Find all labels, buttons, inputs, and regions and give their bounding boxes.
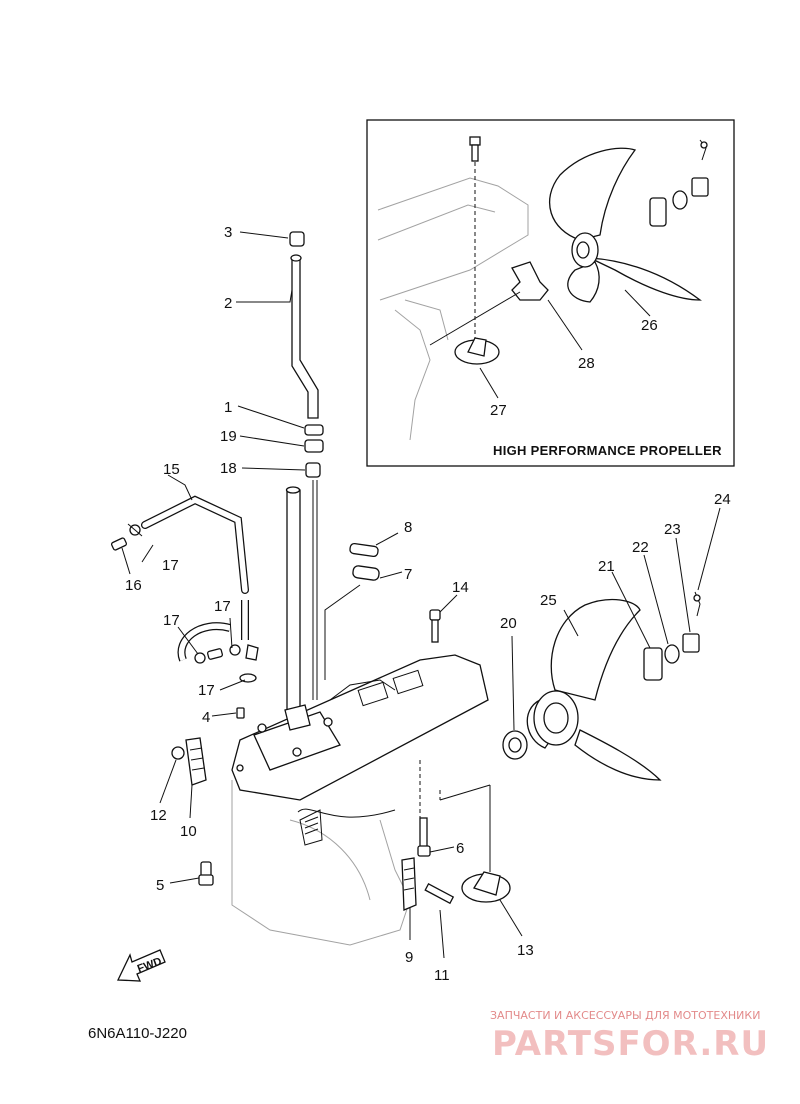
callout-5: 5 (156, 877, 164, 894)
leader-26 (624, 289, 651, 317)
callout-17d: 17 (198, 682, 215, 699)
hose-clip-17b (194, 652, 206, 664)
callout-9: 9 (405, 949, 413, 966)
plug-7 (352, 565, 380, 581)
seal-1 (304, 424, 324, 436)
main-callouts: 1 2 3 4 5 6 7 8 9 10 11 12 13 14 15 16 1… (125, 224, 731, 984)
callout-3: 3 (224, 224, 232, 241)
diagram-code: 6N6A110-J220 (88, 1025, 187, 1042)
dowel-pin-4 (236, 707, 245, 719)
water-tube-assembly (285, 231, 324, 711)
leader-7-guide (324, 584, 361, 680)
callout-19: 19 (220, 428, 237, 445)
main-propeller (526, 598, 662, 781)
main-leaders (121, 231, 721, 959)
callout-24: 24 (714, 491, 731, 508)
inset-frame (366, 119, 735, 467)
thrust-washer-20 (502, 730, 528, 760)
callout-2: 2 (224, 295, 232, 312)
callout-17b: 17 (163, 612, 180, 629)
spacer-21 (643, 647, 663, 681)
inset-gearcase-outline (377, 177, 529, 441)
inset-propeller (549, 147, 702, 303)
lower-gearcase (231, 654, 489, 946)
callout-15: 15 (163, 461, 180, 478)
water-tube-2 (291, 257, 319, 419)
callout-27: 27 (490, 402, 507, 419)
cotter-pin-24 (693, 591, 701, 617)
callout-8: 8 (404, 519, 412, 536)
inset-anode-bolt (469, 136, 481, 162)
inset-trim-tab (454, 337, 500, 365)
callout-28: 28 (578, 355, 595, 372)
callout-23: 23 (664, 521, 681, 538)
callout-16: 16 (125, 577, 142, 594)
leader-28 (547, 299, 583, 351)
watermark: ЗАПЧАСТИ И АКСЕССУАРЫ ДЛЯ МОТОТЕХНИКИ PA… (490, 1009, 769, 1064)
grommet-3 (289, 231, 305, 247)
inset-prop-hardware (649, 139, 709, 227)
callout-25: 25 (540, 592, 557, 609)
inset-title: HIGH PERFORMANCE PROPELLER (493, 443, 722, 458)
leader-27 (479, 367, 499, 399)
bolt-5 (198, 861, 214, 886)
hose-clip-17a (127, 523, 143, 537)
callout-6: 6 (456, 840, 464, 857)
callout-17a: 17 (162, 557, 179, 574)
callout-4: 4 (202, 709, 210, 726)
callout-22: 22 (632, 539, 649, 556)
plug-8 (349, 542, 379, 558)
seal-18 (305, 462, 321, 478)
washer-22 (664, 644, 680, 664)
gearcase-top-plate (231, 654, 489, 801)
bolt-14 (429, 609, 441, 643)
callout-20: 20 (500, 615, 517, 632)
callout-18: 18 (220, 460, 237, 477)
anode-9 (401, 857, 417, 911)
callout-7: 7 (404, 566, 412, 583)
callout-14: 14 (452, 579, 469, 596)
callout-17c: 17 (214, 598, 231, 615)
high-performance-propeller-inset: 26 27 28 HIGH PERFORMANCE PROPELLER (366, 119, 735, 467)
callout-26: 26 (641, 317, 658, 334)
callout-21: 21 (598, 558, 615, 575)
nut-23 (682, 633, 700, 653)
hose-connector-16 (110, 537, 128, 551)
callout-12: 12 (150, 807, 167, 824)
bolt-6 (417, 817, 431, 857)
anode-10 (185, 737, 207, 786)
fwd-arrow: FWD (116, 949, 166, 982)
hose-clip-17c (229, 644, 241, 656)
callout-1: 1 (224, 399, 232, 416)
flush-hose-assembly (110, 495, 259, 683)
callout-10: 10 (180, 823, 197, 840)
trim-tab-13 (461, 871, 511, 903)
callout-13: 13 (517, 942, 534, 959)
bolt-11 (424, 883, 455, 905)
hose-connector (207, 644, 259, 661)
watermark-tagline: ЗАПЧАСТИ И АКСЕССУАРЫ ДЛЯ МОТОТЕХНИКИ (490, 1009, 760, 1022)
watermark-brand: PARTSFOR.RU (492, 1024, 769, 1064)
inset-bracket (429, 261, 549, 346)
callout-11: 11 (434, 967, 450, 984)
bolt-12 (171, 746, 185, 760)
drive-shaft (286, 489, 301, 711)
seal-19 (304, 439, 324, 453)
